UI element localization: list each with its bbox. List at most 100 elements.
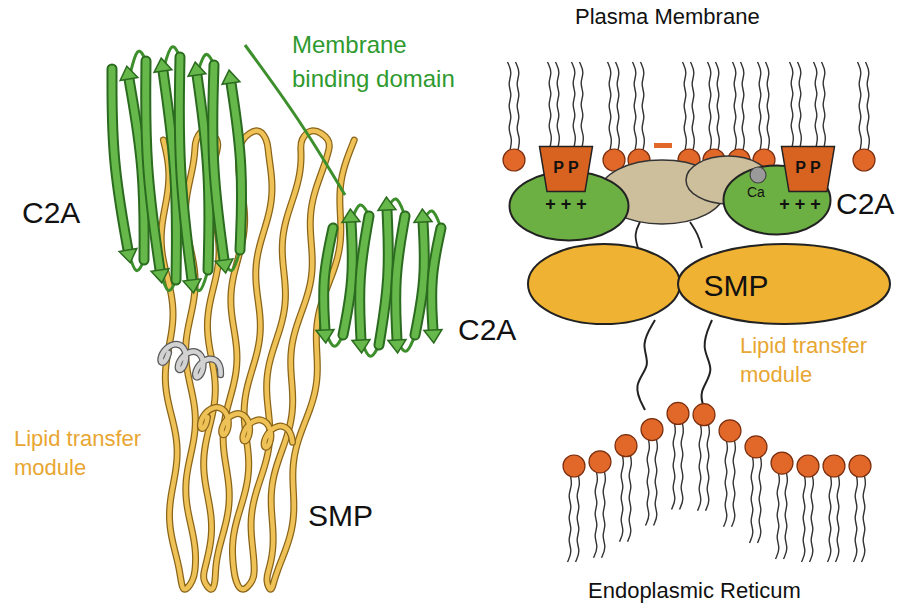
strand-arrowhead bbox=[222, 70, 240, 84]
lipid-head bbox=[797, 455, 819, 477]
linker-helix bbox=[161, 344, 221, 377]
strand-arrowhead bbox=[388, 340, 406, 353]
beta-strand bbox=[360, 216, 369, 340]
lipid-tail bbox=[654, 438, 658, 526]
module-label: Lipid transfer module bbox=[14, 425, 164, 482]
lipid-tail bbox=[802, 474, 806, 562]
beta-strand bbox=[360, 216, 369, 340]
lipid-tail bbox=[866, 62, 870, 150]
beta-strand bbox=[179, 57, 192, 280]
lipid-head bbox=[823, 455, 845, 477]
beta-strand bbox=[432, 228, 441, 330]
lipid-head bbox=[693, 404, 715, 426]
er-linkers bbox=[637, 320, 712, 410]
smp-lobe bbox=[678, 244, 890, 324]
lipid-head bbox=[745, 436, 767, 458]
lipid-tail bbox=[620, 454, 624, 542]
lipid-tail bbox=[733, 62, 737, 150]
lipid-tail bbox=[732, 439, 736, 527]
lipid-head bbox=[853, 149, 875, 171]
lipid-tail bbox=[862, 474, 866, 562]
lipid-head bbox=[615, 435, 637, 457]
lipid-tail bbox=[516, 62, 520, 150]
tether-line bbox=[690, 222, 702, 248]
beta-strand bbox=[396, 216, 405, 340]
strand-arrowhead bbox=[188, 62, 206, 76]
lipid-head bbox=[563, 455, 585, 477]
lipid-tail bbox=[594, 470, 598, 558]
pip2-headgroup: P P bbox=[780, 145, 836, 193]
beta-strand bbox=[324, 228, 333, 330]
beta-strand bbox=[112, 69, 128, 250]
beta-strand bbox=[197, 75, 209, 270]
strand-arrowhead bbox=[352, 340, 370, 353]
phosphate-label: P P bbox=[553, 158, 579, 177]
strand-arrowhead bbox=[183, 279, 201, 293]
lipid-tail bbox=[776, 471, 780, 559]
lipid-tail bbox=[508, 62, 512, 150]
beta-strand bbox=[197, 75, 209, 270]
charge-label: + + + bbox=[545, 194, 587, 216]
lipid-tail bbox=[766, 62, 770, 150]
strand-arrowhead bbox=[151, 269, 169, 283]
helix bbox=[200, 407, 292, 447]
lipid-tail bbox=[698, 423, 702, 511]
lipid-tail bbox=[576, 474, 580, 562]
lipid-head bbox=[503, 149, 525, 171]
lipid-tail bbox=[628, 454, 632, 542]
ion-label: Ca bbox=[747, 184, 765, 201]
beta-strand bbox=[112, 69, 128, 250]
pip2-headgroup: P P bbox=[538, 145, 594, 193]
phosphate-label: P P bbox=[795, 158, 821, 177]
beta-strand bbox=[343, 222, 352, 335]
strand-arrowhead bbox=[342, 209, 360, 222]
lipid-tail bbox=[798, 62, 802, 147]
beta-strand bbox=[324, 228, 333, 330]
lipid-tail bbox=[568, 474, 572, 562]
strand-arrowhead bbox=[414, 209, 432, 222]
lipid-tail bbox=[672, 421, 676, 509]
domain-label: C2A bbox=[458, 312, 516, 348]
headgroup-trapezoid bbox=[782, 147, 835, 192]
lipid-tail bbox=[784, 471, 788, 559]
strand-arrowhead bbox=[424, 329, 442, 343]
tether-line bbox=[637, 320, 655, 410]
lipid-head bbox=[667, 402, 689, 424]
smp-domain: SMP bbox=[526, 242, 892, 326]
charge-label: + + + bbox=[779, 194, 821, 216]
lipid-tail bbox=[680, 421, 684, 509]
beta-strand bbox=[432, 228, 441, 330]
lipid-tail bbox=[758, 455, 762, 543]
domain-label: SMP bbox=[308, 498, 373, 534]
calcium-ion-outline bbox=[749, 166, 767, 184]
beta-strand bbox=[179, 57, 192, 280]
lipid-tail bbox=[548, 62, 552, 147]
lipid-head bbox=[719, 420, 741, 442]
beta-strand bbox=[415, 222, 424, 335]
beta-strand bbox=[379, 210, 388, 345]
beta-strand bbox=[415, 222, 424, 335]
lipid-tail bbox=[646, 438, 650, 526]
lipid-tail bbox=[858, 62, 862, 150]
lipid-tail bbox=[741, 62, 745, 150]
lipid-tail bbox=[724, 439, 728, 527]
lipid-tail bbox=[750, 455, 754, 543]
beta-strand bbox=[146, 61, 160, 270]
lipid-tail bbox=[814, 62, 818, 147]
lipid-tail bbox=[602, 470, 606, 558]
lipid-tail bbox=[836, 474, 840, 562]
beta-strand bbox=[396, 216, 405, 340]
beta-strand bbox=[231, 83, 242, 250]
membrane-label: Plasma Membrane bbox=[575, 4, 760, 30]
lipid-tail bbox=[706, 423, 710, 511]
calcium-ion: Ca bbox=[749, 166, 767, 184]
lipid-head bbox=[589, 451, 611, 473]
lipid-tail bbox=[608, 62, 612, 150]
smp-lobe bbox=[528, 244, 680, 324]
lipid-tail bbox=[758, 62, 762, 150]
tether-line bbox=[636, 222, 640, 248]
beta-strand bbox=[146, 61, 160, 270]
lipid-tail bbox=[616, 62, 620, 150]
domain-label: Membrane binding domain bbox=[292, 28, 472, 95]
